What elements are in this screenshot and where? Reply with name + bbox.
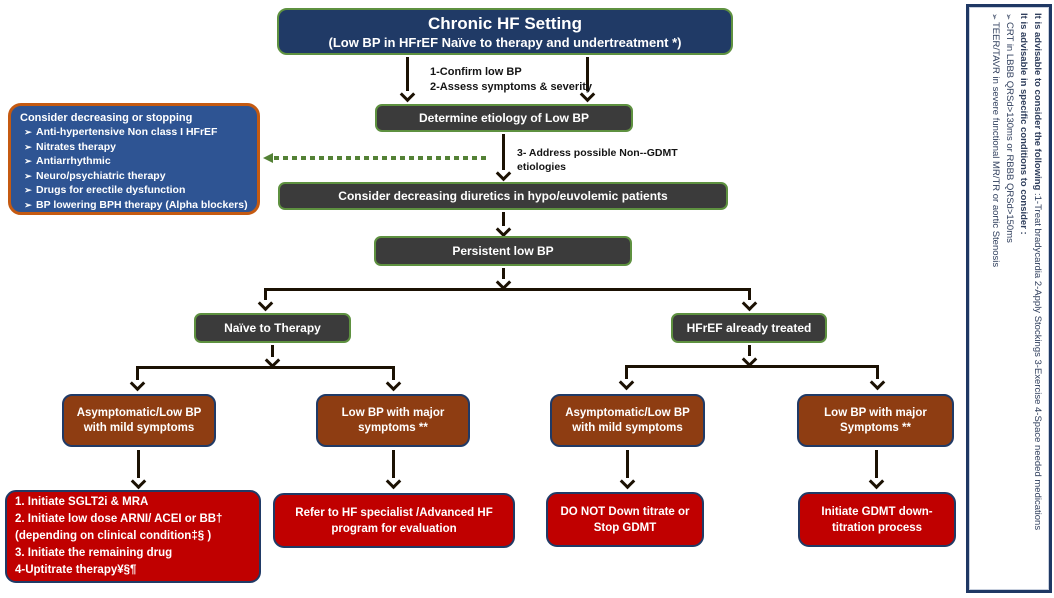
outcome-refer-hf-specialist: Refer to HF specialist /Advanced HF prog… xyxy=(273,493,515,548)
dotted-connector-line xyxy=(274,156,486,160)
arrow-to-naive-mild xyxy=(136,366,139,380)
node-naive-major-symptoms: Low BP with major symptoms ** xyxy=(316,394,470,447)
arrow-to-treated xyxy=(748,288,751,300)
outcome-step-line: 1. Initiate SGLT2i & MRA xyxy=(15,496,149,508)
step-label-address-nongdmt: 3- Address possible Non--GDMT etiologies xyxy=(517,147,678,173)
side-panel-item: ➢TEER/TAVR in severe functional MR/TR or… xyxy=(988,13,1002,584)
note-item: ➢ Drugs for erectile dysfunction xyxy=(20,183,248,198)
branch-line-treated xyxy=(626,365,878,368)
outcome-step-line: 2. Initiate low dose ARNI/ ACEI or BB† xyxy=(15,513,223,525)
outcome-step-line: 3. Initiate the remaining drug xyxy=(15,547,173,559)
bullet-arrow-icon: ➢ xyxy=(1004,13,1014,21)
side-panel-item-label: TEER/TAVR in severe functional MR/TR or … xyxy=(990,22,1001,268)
note-item: ➢ Antiarrhythmic xyxy=(20,154,248,169)
bullet-arrow-icon: ➢ xyxy=(24,141,32,152)
outcome-initiate-gdmt-steps: 1. Initiate SGLT2i & MRA 2. Initiate low… xyxy=(5,490,261,583)
arrow-treated-mild-outcome xyxy=(626,450,629,478)
node-persistent-low-bp: Persistent low BP xyxy=(374,236,632,266)
arrow-treated-major-outcome xyxy=(875,450,878,478)
bullet-arrow-icon: ➢ xyxy=(24,156,32,166)
node-naive-mild-symptoms: Asymptomatic/Low BP with mild symptoms xyxy=(62,394,216,447)
side-panel-advisable-considerations: It is advisable to consider the followin… xyxy=(966,4,1052,593)
side-panel-item-label: CRT in LBBB QRSd>130ms or RBBB QRSd>150m… xyxy=(1004,22,1015,244)
note-item-label: Nitrates therapy xyxy=(36,140,116,153)
note-title: Consider decreasing or stopping xyxy=(20,112,193,124)
side-panel-specific-heading: It is advisable in specific conditions t… xyxy=(1018,13,1029,235)
arrow-to-treated-mild xyxy=(625,365,628,379)
arrow-to-treated-major xyxy=(876,365,879,379)
note-item: ➢ Anti-hypertensive Non class I HFrEF xyxy=(20,125,248,140)
arrow-header-right xyxy=(586,57,589,91)
node-naive-to-therapy: Naïve to Therapy xyxy=(194,313,351,343)
side-panel-advisable-rest: :1-Treat bradycardia 2-Apply Stockings 3… xyxy=(1032,190,1043,531)
note-item-label: Anti-hypertensive Non class I HFrEF xyxy=(36,126,218,138)
note-item: ➢ BP lowering BPH therapy (Alpha blockers… xyxy=(20,198,248,213)
note-item-label: BP lowering BPH therapy (Alpha blockers) xyxy=(36,198,248,211)
step-label-confirm: 1-Confirm low BP xyxy=(430,66,522,78)
bullet-arrow-icon: ➢ xyxy=(24,127,32,137)
branch-line-naive xyxy=(137,366,395,369)
node-treated-mild-symptoms: Asymptomatic/Low BP with mild symptoms xyxy=(550,394,705,447)
arrow-persistent-down xyxy=(502,268,505,279)
step-labels-1-2: 1-Confirm low BP 2-Assess symptoms & sev… xyxy=(430,65,592,95)
side-panel-advisable-lead: It is advisable to consider the followin… xyxy=(1032,13,1043,191)
side-panel-item: ➢CRT in LBBB QRSd>130ms or RBBB QRSd>150… xyxy=(1002,13,1016,584)
node-consider-decreasing-diuretics: Consider decreasing diuretics in hypo/eu… xyxy=(278,182,728,210)
note-consider-decreasing-stopping: Consider decreasing or stopping ➢ Anti-hy… xyxy=(8,103,260,215)
node-treated-major-symptoms: Low BP with major Symptoms ** xyxy=(797,394,954,447)
arrow-naive-mild-outcome xyxy=(137,450,140,478)
outcome-step-line: 4-Uptitrate therapy¥§¶ xyxy=(15,564,137,576)
note-item-label: Drugs for erectile dysfunction xyxy=(36,184,186,196)
page-title: Chronic HF Setting xyxy=(428,13,582,33)
node-hfref-already-treated: HFrEF already treated xyxy=(671,313,827,343)
node-determine-etiology: Determine etiology of Low BP xyxy=(375,104,633,132)
arrow-etiology-down xyxy=(502,134,505,170)
note-item: ➢ Nitrates therapy xyxy=(20,140,248,155)
dotted-connector-arrowhead-icon xyxy=(263,153,273,163)
outcome-do-not-downtitrate: DO NOT Down titrate or Stop GDMT xyxy=(546,492,704,547)
bullet-arrow-icon: ➢ xyxy=(24,199,32,210)
bullet-arrow-icon: ➢ xyxy=(24,170,32,181)
arrow-naive-down xyxy=(271,345,274,357)
outcome-step-line: (depending on clinical condition‡§ ) xyxy=(15,530,212,542)
arrow-treated-down xyxy=(748,345,751,356)
side-panel-advisable-paragraph: It is advisable to consider the followin… xyxy=(1030,13,1044,584)
node-chronic-hf-setting: Chronic HF Setting (Low BP in HFrEF Naïv… xyxy=(277,8,733,55)
note-item-label: Antiarrhythmic xyxy=(36,155,111,167)
bullet-arrow-icon: ➢ xyxy=(990,13,1000,21)
arrow-naive-major-outcome xyxy=(392,450,395,478)
note-item: ➢ Neuro/psychiatric therapy xyxy=(20,169,248,184)
note-item-label: Neuro/psychiatric therapy xyxy=(36,169,166,182)
arrow-to-naive xyxy=(264,288,267,300)
step-label-assess: 2-Assess symptoms & severity xyxy=(430,81,593,93)
page-subtitle: (Low BP in HFrEF Naïve to therapy and un… xyxy=(328,34,682,50)
arrow-diuretics-down xyxy=(502,212,505,226)
arrow-to-naive-major xyxy=(392,366,395,380)
outcome-initiate-downtitration: Initiate GDMT down-titration process xyxy=(798,492,956,547)
branch-line-main xyxy=(265,288,751,291)
bullet-arrow-icon: ➢ xyxy=(24,185,32,195)
arrow-header-left xyxy=(406,57,409,91)
